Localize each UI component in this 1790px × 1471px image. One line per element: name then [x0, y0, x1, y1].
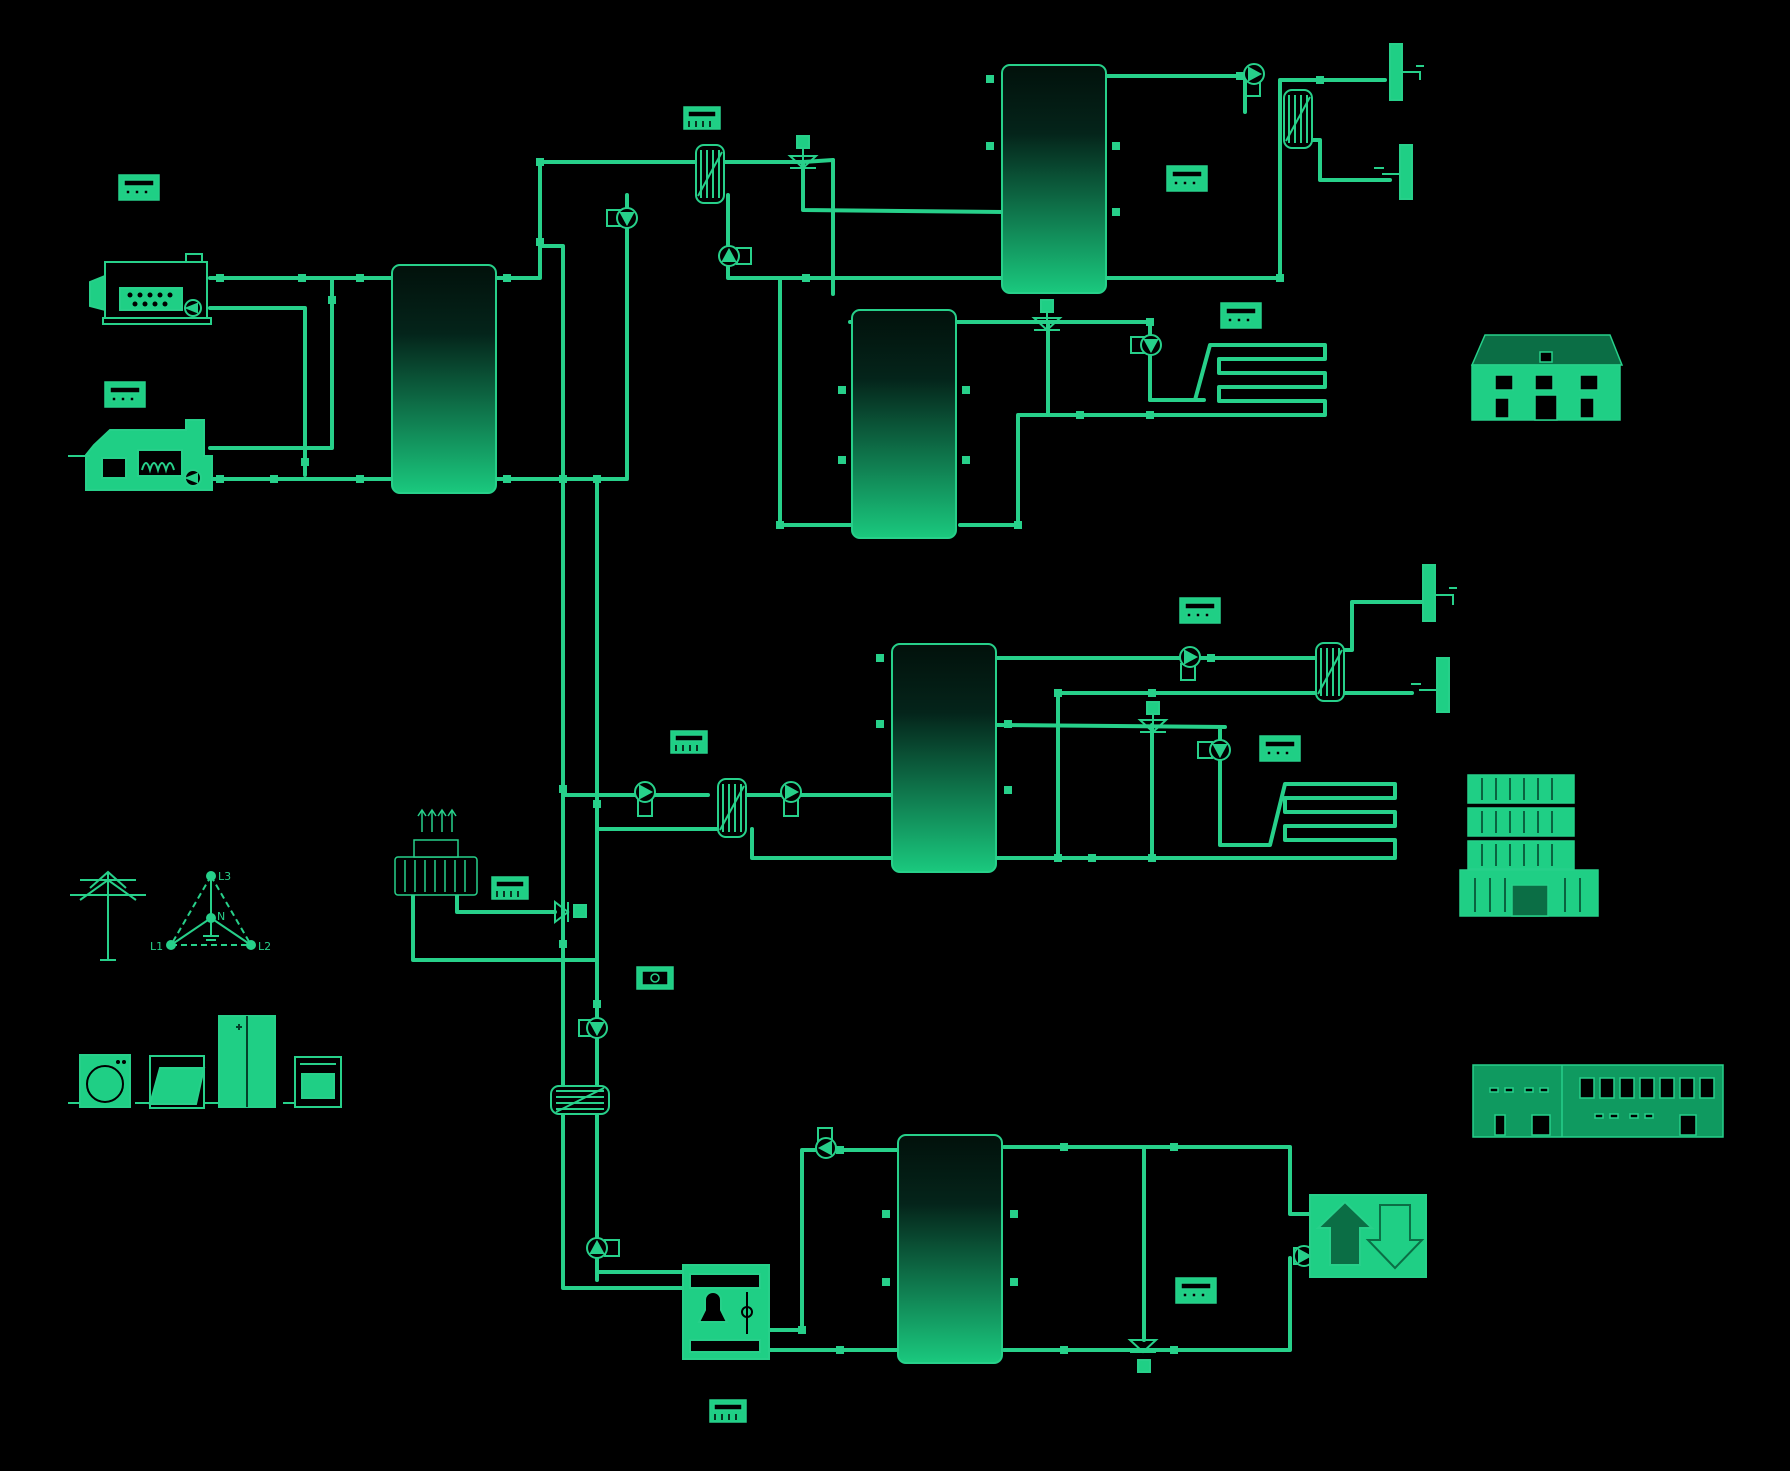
- controller-icon[interactable]: [491, 876, 529, 900]
- controller-icon[interactable]: [683, 106, 721, 130]
- storage-tank-icon[interactable]: [838, 309, 970, 539]
- air-handler-icon[interactable]: [1309, 1194, 1427, 1278]
- oven-icon[interactable]: [283, 1056, 342, 1108]
- pipe-network: [208, 74, 1432, 1352]
- pump-icon[interactable]: [586, 1237, 620, 1259]
- cooling-unit-icon[interactable]: [394, 808, 478, 896]
- apartment-building-icon[interactable]: [1459, 774, 1599, 917]
- pump-icon[interactable]: [718, 245, 752, 267]
- mixing-valve-icon[interactable]: [787, 135, 819, 170]
- controller-icon[interactable]: [1166, 165, 1208, 192]
- fridge-icon[interactable]: [205, 1015, 276, 1108]
- buffer-tank-icon[interactable]: [391, 264, 497, 494]
- storage-tank-icon[interactable]: [882, 1134, 1018, 1364]
- controller-icon[interactable]: [670, 730, 708, 754]
- mixing-valve-icon[interactable]: [1031, 299, 1063, 332]
- gas-burner-icon[interactable]: [68, 419, 213, 491]
- controller-icon[interactable]: [1175, 1277, 1217, 1304]
- phase-n-label: N: [217, 910, 225, 923]
- washing-machine-icon[interactable]: [68, 1054, 131, 1108]
- phase-l1-label: L1: [150, 940, 163, 953]
- shower-icon[interactable]: [1374, 144, 1413, 200]
- mixing-valve-icon[interactable]: [554, 899, 587, 925]
- phase-l2-label: L2: [258, 940, 271, 953]
- dishwasher-icon[interactable]: [135, 1055, 206, 1109]
- pump-icon[interactable]: [634, 781, 656, 817]
- storage-tank-icon[interactable]: [876, 643, 1012, 873]
- house-icon[interactable]: [1470, 334, 1624, 421]
- pump-icon[interactable]: [1197, 739, 1231, 761]
- shower-icon[interactable]: [1411, 657, 1450, 713]
- controller-icon[interactable]: [1220, 302, 1262, 329]
- heat-pump-icon[interactable]: [682, 1264, 770, 1360]
- heat-exchanger-icon[interactable]: [695, 144, 725, 204]
- controller-icon[interactable]: [636, 966, 674, 990]
- heat-exchanger-icon[interactable]: [1283, 89, 1313, 149]
- tap-icon[interactable]: [1422, 564, 1457, 622]
- controller-icon[interactable]: [1259, 735, 1301, 762]
- controller-icon[interactable]: [104, 381, 146, 408]
- heat-exchanger-icon[interactable]: [550, 1085, 610, 1115]
- pump-icon[interactable]: [1243, 63, 1265, 97]
- controllers: [104, 106, 1301, 1423]
- heat-exchanger-icon[interactable]: [717, 778, 747, 838]
- three-phase-icon: [166, 871, 256, 950]
- controller-icon[interactable]: [118, 174, 160, 201]
- controller-icon[interactable]: [709, 1399, 747, 1423]
- pipe-joints: [216, 72, 1324, 1354]
- pump-icon[interactable]: [1130, 334, 1162, 356]
- boiler-icon[interactable]: [89, 253, 212, 325]
- controller-icon[interactable]: [1179, 597, 1221, 624]
- pump-icon[interactable]: [815, 1127, 837, 1159]
- phase-l3-label: L3: [218, 870, 231, 883]
- pump-icon[interactable]: [780, 781, 802, 817]
- commercial-building-icon[interactable]: [1472, 1064, 1724, 1138]
- heat-exchanger-icon[interactable]: [1315, 642, 1345, 702]
- pump-icon[interactable]: [1179, 646, 1201, 681]
- storage-tank-icon[interactable]: [986, 64, 1120, 294]
- mixing-valve-icon[interactable]: [1137, 701, 1169, 734]
- tap-icon[interactable]: [1389, 43, 1424, 101]
- mixing-valve-icon[interactable]: [1127, 1339, 1159, 1373]
- pump-icon[interactable]: [578, 1017, 608, 1039]
- power-pylon-icon[interactable]: [70, 870, 146, 961]
- pump-icon[interactable]: [606, 207, 638, 229]
